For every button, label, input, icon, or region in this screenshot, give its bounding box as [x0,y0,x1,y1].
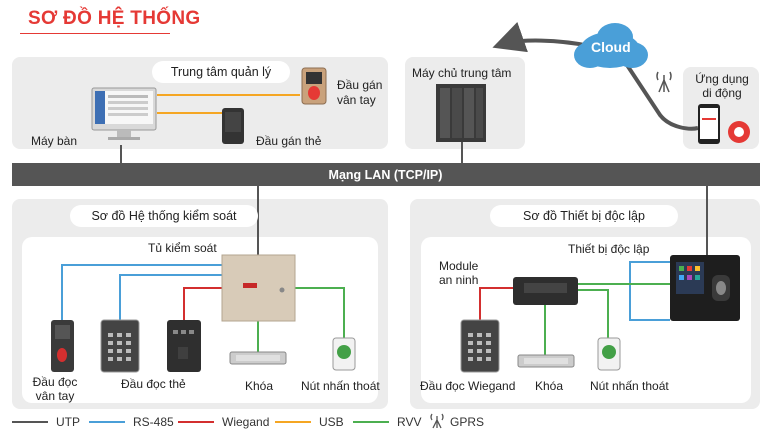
standalone-exit-button-icon [597,337,621,371]
legend-label-rs485: RS-485 [133,415,174,429]
controller-box-icon [221,254,296,322]
lan-bar [12,163,760,186]
server-label: Máy chủ trung tâm [412,66,512,80]
cloud-arrow-to-server [492,21,591,53]
rs485-link-standalone [629,261,707,321]
fingerprint-reader-label-1: Đầu đọc [32,375,78,389]
rvv-link-module-exit [570,289,609,338]
wiegand-reader-label: Đầu đọc Wiegand [420,379,516,393]
lock-label: Khóa [245,379,274,393]
fingerprint-reader-label-2: vân tay [35,389,75,403]
security-module-label-1: Module [439,259,479,273]
card-enroller-label: Đầu gán thẻ [256,134,322,148]
card-enroller-icon [222,108,244,144]
mobile-label-1: Ứng dụng [695,72,749,86]
fingerprint-reader-icon [51,320,74,372]
legend-label-utp: UTP [56,415,80,429]
wiegand-reader-icon [460,319,500,373]
exit-button-label: Nút nhấn thoát [301,379,380,393]
card-reader-label: Đầu đọc thẻ [121,377,186,391]
server-rack-icon [436,84,486,142]
gprs-antenna-icon [656,71,672,93]
title-underline [20,33,170,34]
cloud-icon [574,23,648,68]
rs485-link-card [119,274,222,322]
fingerprint-enroller-icon [301,67,327,105]
standalone-device-label: Thiết bị độc lập [568,242,650,256]
standalone-exit-button-label: Nút nhấn thoát [590,379,669,393]
diagram-title: SƠ ĐỒ HỆ THỐNG [28,8,201,29]
wiegand-link-reader [183,287,222,322]
legend-label-rvv: RVV [397,415,422,429]
desktop-label: Máy bàn [31,134,78,148]
rs485-link-fingerprint [61,264,222,322]
fingerprint-enroller-label-2: vân tay [337,93,376,107]
standalone-terminal-icon [670,255,740,321]
access-control-tag: Sơ đồ Hệ thống kiểm soát [70,205,258,227]
card-reader-icon [167,320,201,372]
security-module-icon [513,277,578,305]
management-tag: Trung tâm quản lý [152,61,290,83]
security-module-label-2: an ninh [439,273,479,287]
cloud-link-to-mobile [623,60,699,131]
legend-label-usb: USB [319,415,344,429]
legend-label-wiegand: Wiegand [222,415,270,429]
exit-button-icon [332,337,356,371]
rvv-link-exit [295,287,345,338]
fingerprint-enroller-label-1: Đầu gán [337,78,383,92]
standalone-inner [421,237,751,403]
legend-antenna-icon [430,413,444,429]
controller-label: Tủ kiểm soát [148,241,217,255]
card-reader-keypad-icon [100,319,140,373]
standalone-tag: Sơ đồ Thiết bị độc lập [490,205,678,227]
standalone-lock-icon [517,354,575,368]
cloud-label: Cloud [591,39,631,55]
lan-label: Mạng LAN (TCP/IP) [328,168,443,182]
standalone-lock-label: Khóa [535,379,564,393]
legend-label-gprs: GPRS [450,415,485,429]
mobile-phone-icon [698,104,750,144]
wiegand-link-module [479,287,513,322]
desktop-icon [91,87,157,140]
mobile-label-2: di động [702,86,742,100]
magnetic-lock-icon [229,351,287,365]
